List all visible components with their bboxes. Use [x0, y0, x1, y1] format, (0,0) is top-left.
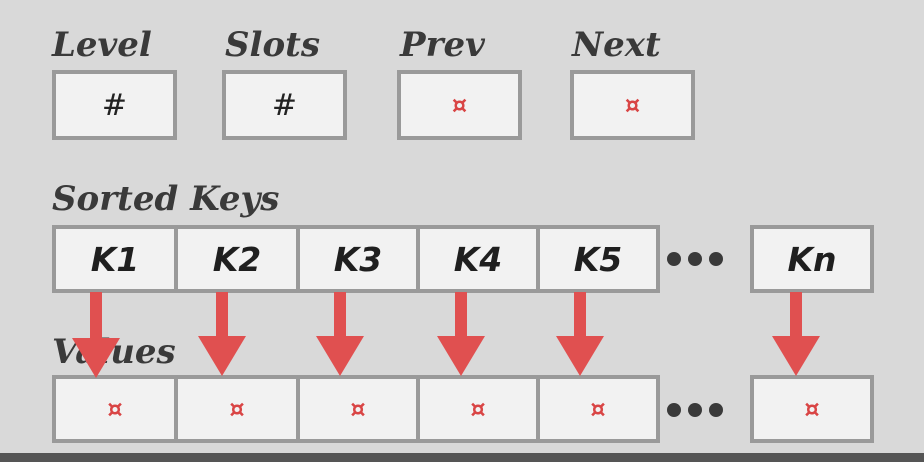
key-cell: K1: [52, 225, 178, 293]
arrow-k4-icon: [437, 292, 485, 376]
value-pointer-icon: ¤: [107, 395, 123, 423]
value-cell: ¤: [536, 375, 660, 443]
arrow-k2-icon: [198, 292, 246, 376]
value-cell: ¤: [750, 375, 874, 443]
key-label: K1: [90, 239, 140, 279]
next-label: Next: [572, 25, 661, 65]
value-cell: ¤: [296, 375, 420, 443]
value-pointer-icon: ¤: [350, 395, 366, 423]
sorted-keys-title: Sorted Keys: [52, 179, 280, 219]
value-cell: ¤: [174, 375, 300, 443]
prev-pointer-icon: ¤: [451, 91, 468, 119]
key-label: Kn: [787, 239, 837, 279]
level-label: Level: [52, 25, 152, 65]
next-pointer-icon: ¤: [624, 91, 641, 119]
prev-label: Prev: [400, 25, 485, 65]
value-cell: ¤: [52, 375, 178, 443]
key-cell: K4: [416, 225, 540, 293]
values-ellipsis-icon: [667, 403, 723, 417]
level-value: #: [101, 87, 128, 123]
key-label: K2: [212, 239, 262, 279]
key-cell: K3: [296, 225, 420, 293]
value-pointer-icon: ¤: [590, 395, 606, 423]
arrow-k3-icon: [316, 292, 364, 376]
arrow-k5-icon: [556, 292, 604, 376]
key-cell: K2: [174, 225, 300, 293]
level-box: #: [52, 70, 177, 140]
prev-box: ¤: [397, 70, 522, 140]
slots-box: #: [222, 70, 347, 140]
next-box: ¤: [570, 70, 695, 140]
key-label: K5: [573, 239, 623, 279]
value-pointer-icon: ¤: [229, 395, 245, 423]
slots-value: #: [271, 87, 298, 123]
slots-label: Slots: [225, 25, 320, 65]
arrow-kn-icon: [772, 292, 820, 376]
value-cell: ¤: [416, 375, 540, 443]
bottom-divider: [0, 453, 924, 462]
value-pointer-icon: ¤: [804, 395, 820, 423]
key-label: K4: [453, 239, 503, 279]
keys-ellipsis-icon: [667, 252, 723, 266]
key-cell: K5: [536, 225, 660, 293]
values-title: Values: [52, 332, 176, 372]
value-pointer-icon: ¤: [470, 395, 486, 423]
key-label: K3: [333, 239, 383, 279]
key-cell: Kn: [750, 225, 874, 293]
